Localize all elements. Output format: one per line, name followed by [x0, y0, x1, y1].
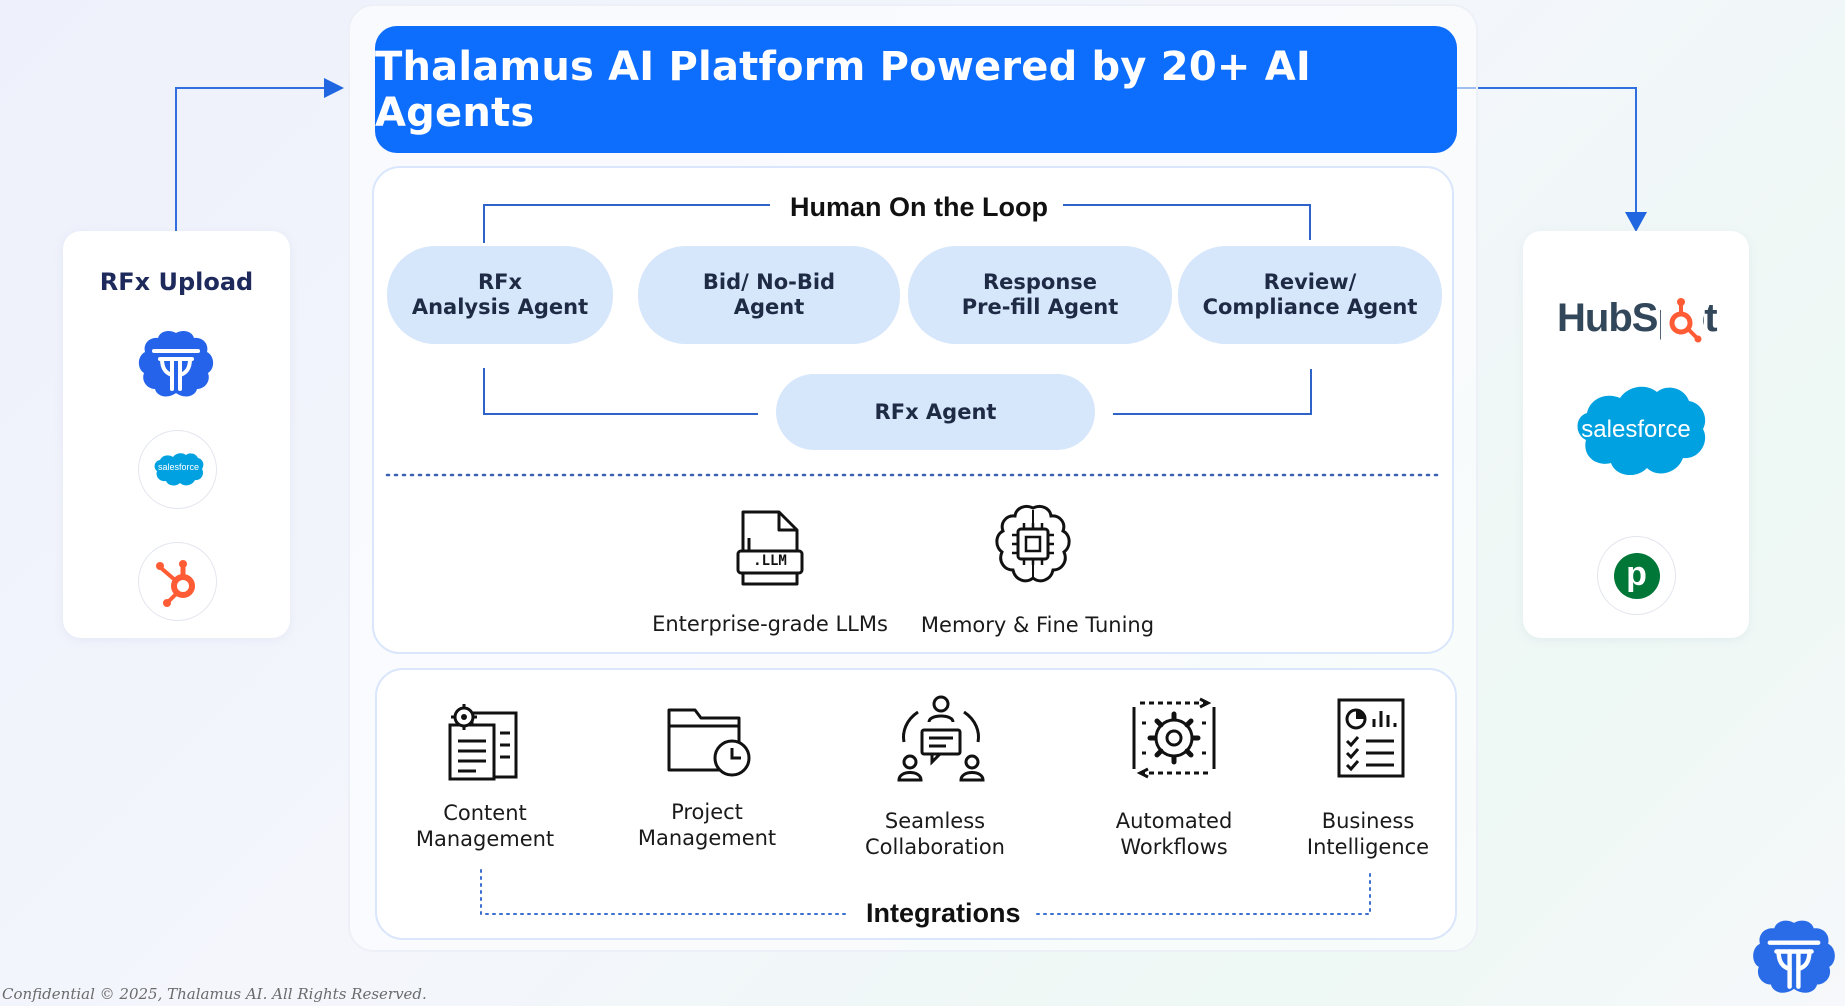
pipedrive-icon[interactable]: p: [1597, 536, 1676, 615]
business-intelligence-label: Business Intelligence: [1306, 809, 1430, 859]
salesforce-icon[interactable]: salesforce: [138, 430, 217, 509]
hubspot-logo[interactable]: HubSpot: [1553, 296, 1723, 344]
llm-badge-text: .LLM: [753, 553, 787, 569]
pipedrive-letter: p: [1626, 554, 1647, 593]
workflows-label: Automated Workflows: [1115, 809, 1233, 859]
thalamus-brain-icon[interactable]: [136, 329, 216, 399]
workflow-gear-icon: [1130, 697, 1218, 779]
collaboration-icon: [896, 692, 986, 782]
project-management-label: Project Management: [637, 800, 777, 850]
pipedrive-badge: p: [1613, 552, 1660, 599]
hubspot-sprocket-icon: [1661, 298, 1703, 343]
project-management-icon: [665, 700, 753, 780]
platform-title-banner: Thalamus AI Platform Powered by 20+ AI A…: [375, 26, 1457, 153]
agent-label: Review/ Compliance Agent: [1202, 270, 1418, 319]
content-management-label: Content Management: [415, 801, 555, 851]
salesforce-logo[interactable]: salesforce: [1562, 382, 1710, 486]
agent-label: RFx Agent: [874, 399, 997, 424]
rfx-upload-title: RFx Upload: [99, 268, 254, 296]
platform-title: Thalamus AI Platform Powered by 20+ AI A…: [375, 43, 1311, 136]
hubspot-icon[interactable]: [138, 542, 217, 621]
agent-pill-rfx-analysis[interactable]: RFx Analysis Agent: [387, 246, 613, 344]
human-on-loop-title: Human On the Loop: [790, 192, 1048, 222]
agent-label: Response Pre-fill Agent: [961, 270, 1119, 319]
llm-label: Enterprise-grade LLMs: [652, 612, 888, 636]
business-intelligence-icon: [1336, 697, 1406, 779]
confidential-footer: Confidential © 2025, Thalamus AI. All Ri…: [2, 985, 427, 1003]
agent-label: RFx Analysis Agent: [411, 270, 589, 319]
integrations-title: Integrations: [866, 898, 1021, 928]
agent-label: Bid/ No-Bid Agent: [702, 270, 836, 319]
salesforce-wordmark: salesforce: [1581, 416, 1691, 443]
thalamus-logo: [1750, 918, 1838, 996]
agent-pill-bid-no-bid[interactable]: Bid/ No-Bid Agent: [638, 246, 900, 344]
agent-pill-review-compliance[interactable]: Review/ Compliance Agent: [1178, 246, 1442, 344]
agent-pill-rfx-core[interactable]: RFx Agent: [776, 374, 1095, 450]
llm-file-icon: [735, 508, 805, 588]
content-management-icon: [446, 703, 522, 783]
agent-pill-response-prefill[interactable]: Response Pre-fill Agent: [908, 246, 1172, 344]
salesforce-small-label: salesforce: [157, 462, 200, 472]
memory-label: Memory & Fine Tuning: [920, 613, 1155, 637]
brain-chip-icon: [990, 502, 1076, 588]
collaboration-label: Seamless Collaboration: [865, 809, 1005, 859]
